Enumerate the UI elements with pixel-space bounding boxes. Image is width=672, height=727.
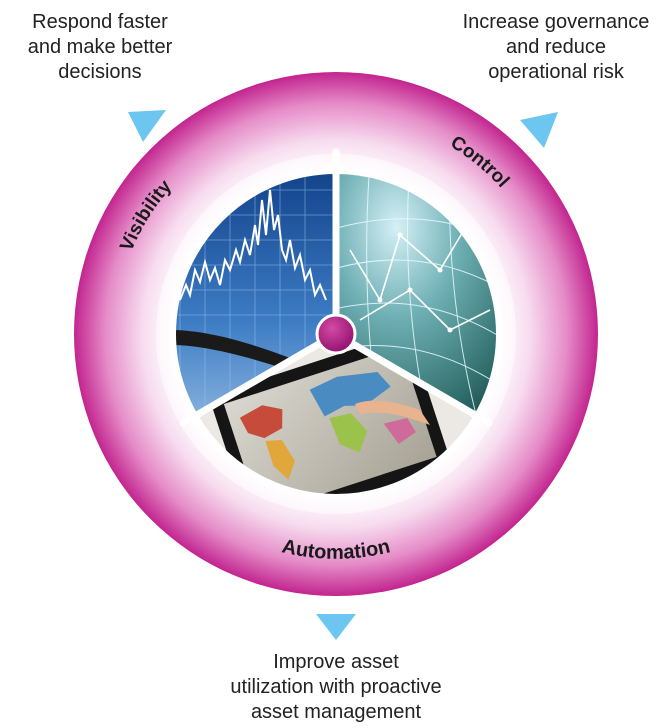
panel-dividers xyxy=(179,148,493,427)
caption-line: utilization with proactive xyxy=(230,676,442,698)
triangle-arrow-icon xyxy=(316,614,356,640)
inner-ring-border xyxy=(170,168,502,500)
triangle-arrow-icon xyxy=(128,110,166,142)
caption-line: and reduce xyxy=(505,36,607,58)
caption-improve-asset-utilization: Improve asset utilization with proactive… xyxy=(186,650,486,725)
map-continent xyxy=(383,418,416,444)
caption-line: Improve asset xyxy=(273,651,399,673)
center-hub xyxy=(315,313,357,355)
tablet-world-map-image xyxy=(211,334,450,496)
hand xyxy=(355,400,430,425)
caption-line: operational risk xyxy=(488,61,624,83)
map-continent xyxy=(265,439,295,480)
caption-line: asset management xyxy=(250,701,422,723)
stock-line xyxy=(179,189,327,301)
caption-increase-governance: Increase governance and reduce operation… xyxy=(440,10,672,85)
map-continent xyxy=(309,371,391,417)
caption-line: and make better xyxy=(27,36,173,58)
triangle-arrow-icon xyxy=(520,112,558,148)
map-continent xyxy=(239,405,283,439)
caption-respond-faster: Respond faster and make better decisions xyxy=(0,10,200,85)
caption-line: Respond faster xyxy=(32,11,168,33)
caption-line: Increase governance xyxy=(462,11,650,33)
caption-line: decisions xyxy=(58,61,142,83)
map-continent xyxy=(329,413,368,453)
